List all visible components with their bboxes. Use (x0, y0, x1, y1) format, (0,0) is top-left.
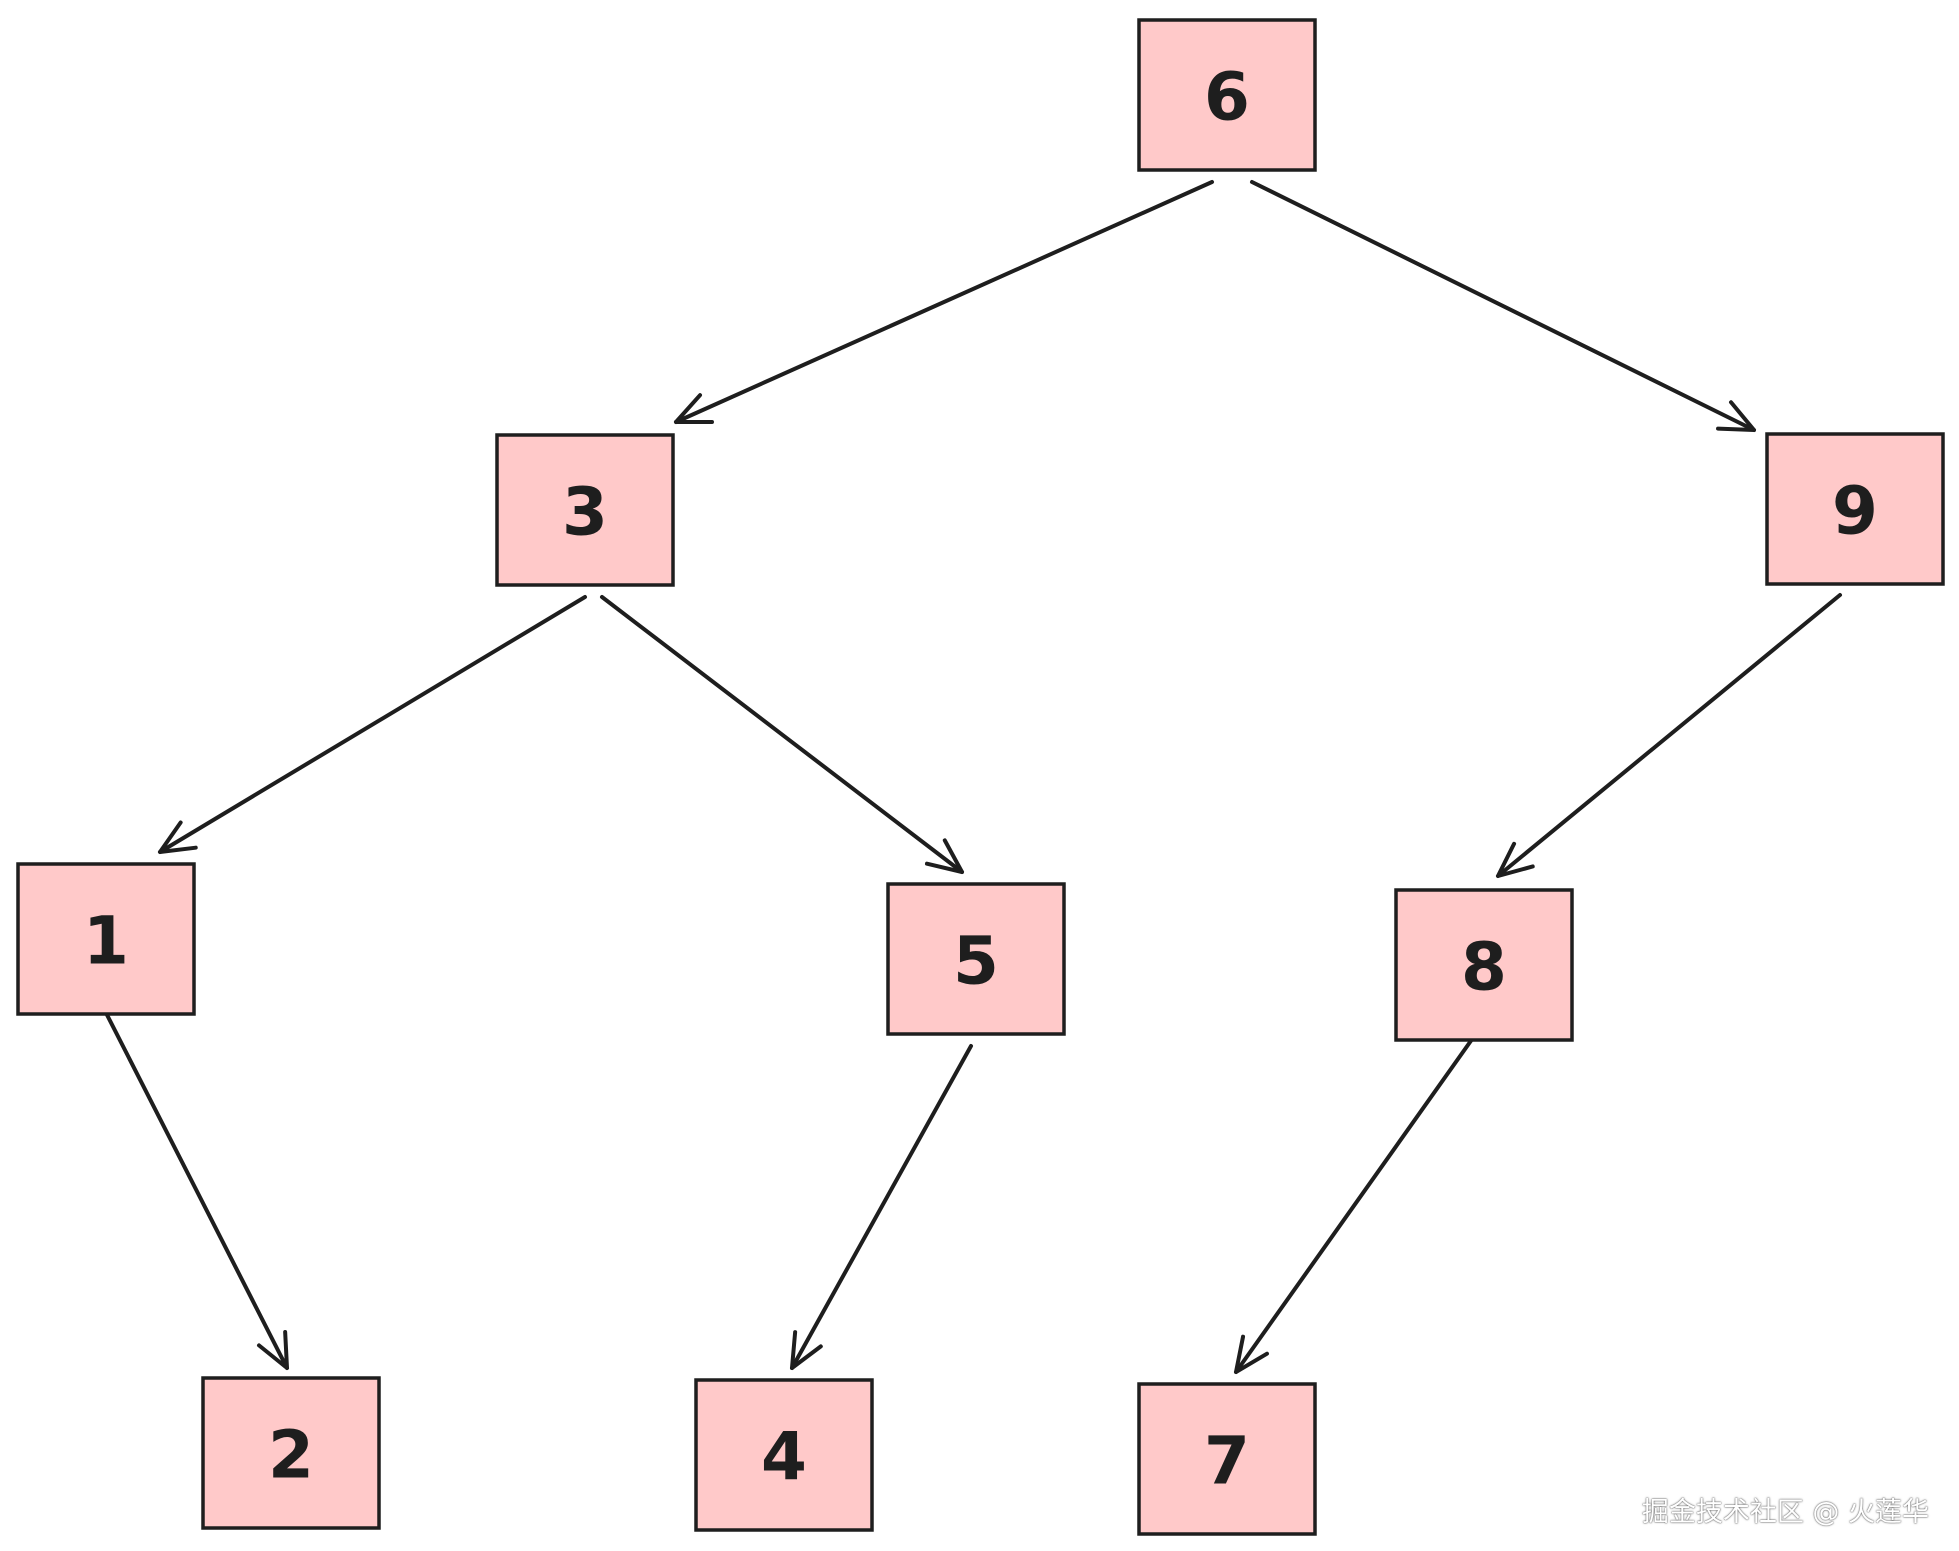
tree-node-1: 1 (16, 862, 196, 1016)
node-box (694, 1378, 874, 1532)
arrow-head (1234, 1334, 1269, 1374)
edge-line (158, 595, 587, 854)
arrow-head (790, 1330, 823, 1370)
node-box (886, 882, 1066, 1036)
arrow-head (1716, 400, 1756, 432)
tree-node-8: 8 (1394, 888, 1574, 1042)
watermark-text: 掘金技术社区 @ 火莲华 (1641, 1497, 1929, 1528)
node-label: 8 (1461, 929, 1507, 1006)
arrow-head (924, 838, 964, 874)
node-box (1394, 888, 1574, 1042)
node-label: 5 (953, 923, 999, 1000)
tree-node-3: 3 (495, 433, 675, 587)
node-label: 4 (761, 1419, 807, 1496)
edge-6-3 (674, 180, 1214, 424)
edge-line (674, 180, 1214, 424)
node-box (1137, 1382, 1317, 1536)
tree-node-7: 7 (1137, 1382, 1317, 1536)
node-box (16, 862, 196, 1016)
edge-1-2 (100, 1003, 289, 1370)
edge-line (1250, 180, 1756, 432)
edges-layer (100, 180, 1842, 1374)
tree-node-9: 9 (1765, 432, 1945, 586)
arrow-head (158, 820, 198, 854)
node-label: 9 (1832, 473, 1878, 550)
edge-9-8 (1496, 593, 1842, 878)
node-label: 1 (83, 903, 129, 980)
arrow-head (674, 393, 714, 424)
node-label: 3 (562, 474, 608, 551)
arrow-head (1496, 841, 1535, 878)
node-box (495, 433, 675, 587)
node-label: 7 (1204, 1423, 1250, 1500)
edge-line (1234, 1026, 1482, 1374)
edge-line (790, 1044, 973, 1370)
node-box (1765, 432, 1945, 586)
edge-line (1496, 593, 1842, 878)
edge-5-4 (790, 1044, 973, 1370)
edge-3-5 (600, 595, 964, 874)
edge-3-1 (158, 595, 587, 854)
edge-line (100, 1003, 289, 1370)
tree-node-6: 6 (1137, 18, 1317, 172)
edge-line (600, 595, 964, 874)
arrow-head (256, 1330, 289, 1370)
edge-8-7 (1234, 1026, 1482, 1374)
edge-6-9 (1250, 180, 1756, 432)
tree-node-4: 4 (694, 1378, 874, 1532)
node-label: 2 (268, 1417, 314, 1494)
tree-node-2: 2 (201, 1376, 381, 1530)
node-box (1137, 18, 1317, 172)
node-box (201, 1376, 381, 1530)
tree-node-5: 5 (886, 882, 1066, 1036)
node-label: 6 (1204, 59, 1250, 136)
